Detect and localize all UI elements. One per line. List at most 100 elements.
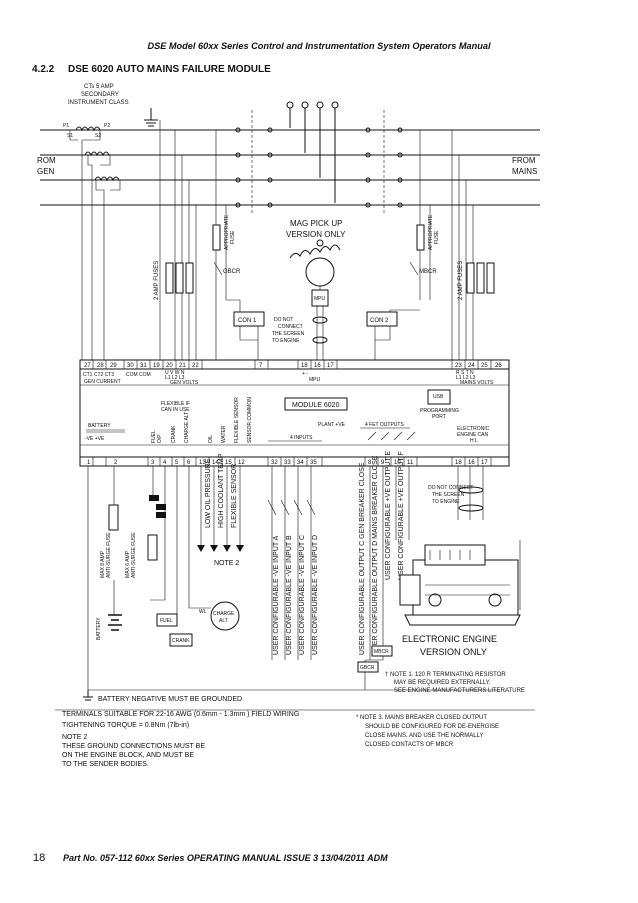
svg-text:TO ENGINE: TO ENGINE — [272, 338, 300, 344]
four-inputs-label: 4 INPUTS — [290, 435, 313, 441]
svg-text:CLOSED CONTACTS OF MBCR: CLOSED CONTACTS OF MBCR — [365, 742, 454, 748]
svg-text:NOTE 2: NOTE 2 — [62, 734, 87, 741]
user-inputs: USER CONFIGURABLE -VE INPUT A USER CONFI… — [267, 499, 319, 655]
section-title: DSE 6020 AUTO MAINS FAILURE MODULE — [68, 64, 271, 75]
svg-text:GEN VOLTS: GEN VOLTS — [170, 380, 199, 386]
fuses-right: 2 AMP FUSES — [458, 261, 495, 300]
mbcr-relay — [371, 645, 393, 657]
svg-text:USER CONFIGURABLE OUTPUT D MAI: USER CONFIGURABLE OUTPUT D MAINS BREAKER… — [372, 455, 379, 655]
fuel-solenoid — [156, 613, 178, 627]
svg-text:18: 18 — [455, 460, 462, 466]
fuses-left: 2 AMP FUSES — [154, 261, 194, 300]
ground-symbol — [144, 108, 158, 127]
svg-text:R S T N: R S T N — [456, 370, 474, 376]
current-transformers — [69, 126, 121, 360]
fuel-label: FUEL — [160, 618, 173, 624]
lower-wiring — [55, 466, 535, 711]
wl-label: WL — [199, 609, 207, 615]
svg-text:30: 30 — [127, 363, 134, 369]
usb-label: USB — [433, 394, 444, 400]
svg-text:11: 11 — [407, 460, 414, 466]
svg-text:29: 29 — [110, 363, 117, 369]
svg-text:S2: S2 — [95, 133, 101, 139]
appropriate-fuse-right: APPROPRIATE FUSE — [416, 214, 440, 251]
ecu-label-2: VERSION ONLY — [420, 647, 487, 657]
svg-text:DO NOT: DO NOT — [274, 317, 293, 323]
prog-port-label-2: PORT — [432, 414, 446, 420]
svg-text:BATTERY: BATTERY — [96, 617, 102, 640]
crank-label: CRANK — [172, 638, 190, 644]
svg-text:31: 31 — [140, 363, 147, 369]
svg-text:CONNECT: CONNECT — [278, 324, 303, 330]
battery-label: BATTERY — [88, 423, 111, 429]
con1-box — [233, 311, 265, 327]
usb-port — [427, 389, 451, 405]
prog-port-label: PROGRAMMING — [420, 408, 459, 414]
svg-text:U V W N: U V W N — [165, 370, 185, 376]
svg-text:MAG PICK UP: MAG PICK UP — [290, 219, 342, 228]
svg-text:26: 26 — [495, 363, 502, 369]
svg-text:2 AMP FUSES: 2 AMP FUSES — [154, 261, 160, 300]
svg-text:27: 27 — [84, 363, 91, 369]
svg-text:18: 18 — [301, 363, 308, 369]
svg-text:15: 15 — [225, 460, 232, 466]
svg-text:THE SCREEN: THE SCREEN — [432, 492, 465, 498]
svg-text:CLOSE MAINS, AND USE THE NORMA: CLOSE MAINS, AND USE THE NORMALLY — [365, 733, 483, 739]
svg-text:THESE GROUND CONNECTIONS MUST: THESE GROUND CONNECTIONS MUST BE — [62, 743, 205, 750]
top-terminal-labels: CT1 CT2 CT3 GEN CURRENT COM COM U V W N … — [83, 370, 494, 386]
mbcr-label: MBCR — [419, 269, 437, 275]
engine-illustration — [399, 540, 521, 626]
svg-text:USER CONFIGURABLE -VE INPUT A: USER CONFIGURABLE -VE INPUT A — [273, 535, 280, 655]
svg-text:33: 33 — [284, 460, 291, 466]
svg-text:USER CONFIGURABLE +VE OUTPUT F: USER CONFIGURABLE +VE OUTPUT F — [398, 451, 405, 580]
svg-text:SECONDARY: SECONDARY — [81, 92, 119, 98]
svg-text:† NOTE 1. 120 R TERMINATING RE: † NOTE 1. 120 R TERMINATING RESISTOR — [385, 672, 506, 678]
four-fet-label: 4 FET OUTPUTS — [365, 422, 404, 428]
from-mains-label-2: MAINS — [512, 167, 537, 176]
svg-text:MAINS VOLTS: MAINS VOLTS — [460, 380, 494, 386]
svg-text:1: 1 — [87, 460, 91, 466]
svg-text:COM COM: COM COM — [126, 372, 151, 378]
svg-text:5: 5 — [175, 460, 179, 466]
con2-box — [366, 311, 398, 327]
svg-text:USER CONFIGURABLE -VE INPUT C: USER CONFIGURABLE -VE INPUT C — [299, 535, 306, 655]
svg-text:THE SCREEN: THE SCREEN — [272, 331, 305, 337]
top-terminal-numbers: 27 28 29 30 31 19 20 21 22 7 18 16 17 23… — [84, 363, 502, 369]
svg-text:FUSE: FUSE — [230, 230, 236, 244]
svg-text:2 AMP FUSES: 2 AMP FUSES — [458, 261, 464, 300]
svg-text:DO NOT CONNECT: DO NOT CONNECT — [428, 485, 473, 491]
crank-solenoid — [169, 633, 193, 647]
svg-text:21: 21 — [179, 363, 186, 369]
bus-lines — [40, 120, 540, 360]
svg-text:BATTERY NEGATIVE MUST BE GROUN: BATTERY NEGATIVE MUST BE GROUNDED — [98, 696, 242, 703]
from-gen-label-2: GEN — [37, 167, 55, 176]
note2-tag: NOTE 2 — [214, 560, 239, 567]
svg-text:ON THE ENGINE BLOCK, AND MUST: ON THE ENGINE BLOCK, AND MUST BE — [62, 752, 194, 759]
fuse-batt-label: MAX 8 AMP — [100, 550, 106, 578]
flexible-label-2: CAN IN USE — [161, 407, 190, 413]
svg-text:SHOULD BE CONFIGURED FOR DE-EN: SHOULD BE CONFIGURED FOR DE-ENERGISE — [365, 724, 499, 730]
svg-text:+ -: + - — [302, 371, 308, 377]
svg-text:USER CONFIGURABLE -VE INPUT B: USER CONFIGURABLE -VE INPUT B — [286, 535, 293, 655]
svg-text:CTs 5 AMP: CTs 5 AMP — [84, 84, 114, 90]
svg-text:P1: P1 — [63, 123, 69, 129]
svg-text:23: 23 — [455, 363, 462, 369]
svg-text:16: 16 — [468, 460, 475, 466]
fuel-op-label-2: O/P — [157, 434, 163, 443]
svg-text:HIGH COOLANT TEMP: HIGH COOLANT TEMP — [218, 453, 225, 528]
con2-label: CON 2 — [370, 318, 389, 324]
fuse-batt-label-2: ANTI-SURGE FUSE — [106, 532, 112, 578]
svg-text:P2: P2 — [104, 123, 110, 129]
svg-text:TIGHTENING TORQUE = 0.8Nm (7lb: TIGHTENING TORQUE = 0.8Nm (7lb-in) — [62, 722, 189, 729]
svg-text:VERSION ONLY: VERSION ONLY — [286, 230, 346, 239]
screen-note-bottom: DO NOT CONNECT THE SCREEN TO ENGINE — [428, 485, 484, 512]
fuel-op-label: FUEL — [151, 430, 157, 443]
sender-grounds: LOW OIL PRESSURE HIGH COOLANT TEMP FLEXI… — [197, 453, 244, 567]
svg-text:FLEXIBLE SENSOR: FLEXIBLE SENSOR — [234, 397, 240, 443]
svg-text:17: 17 — [481, 460, 488, 466]
svg-text:24: 24 — [468, 363, 475, 369]
con1-label: CON 1 — [238, 318, 257, 324]
appropriate-fuse-left: APPROPRIATE FUSE — [212, 214, 236, 251]
svg-text:FUSE: FUSE — [434, 230, 440, 244]
battery-fuse-2 — [147, 534, 158, 561]
